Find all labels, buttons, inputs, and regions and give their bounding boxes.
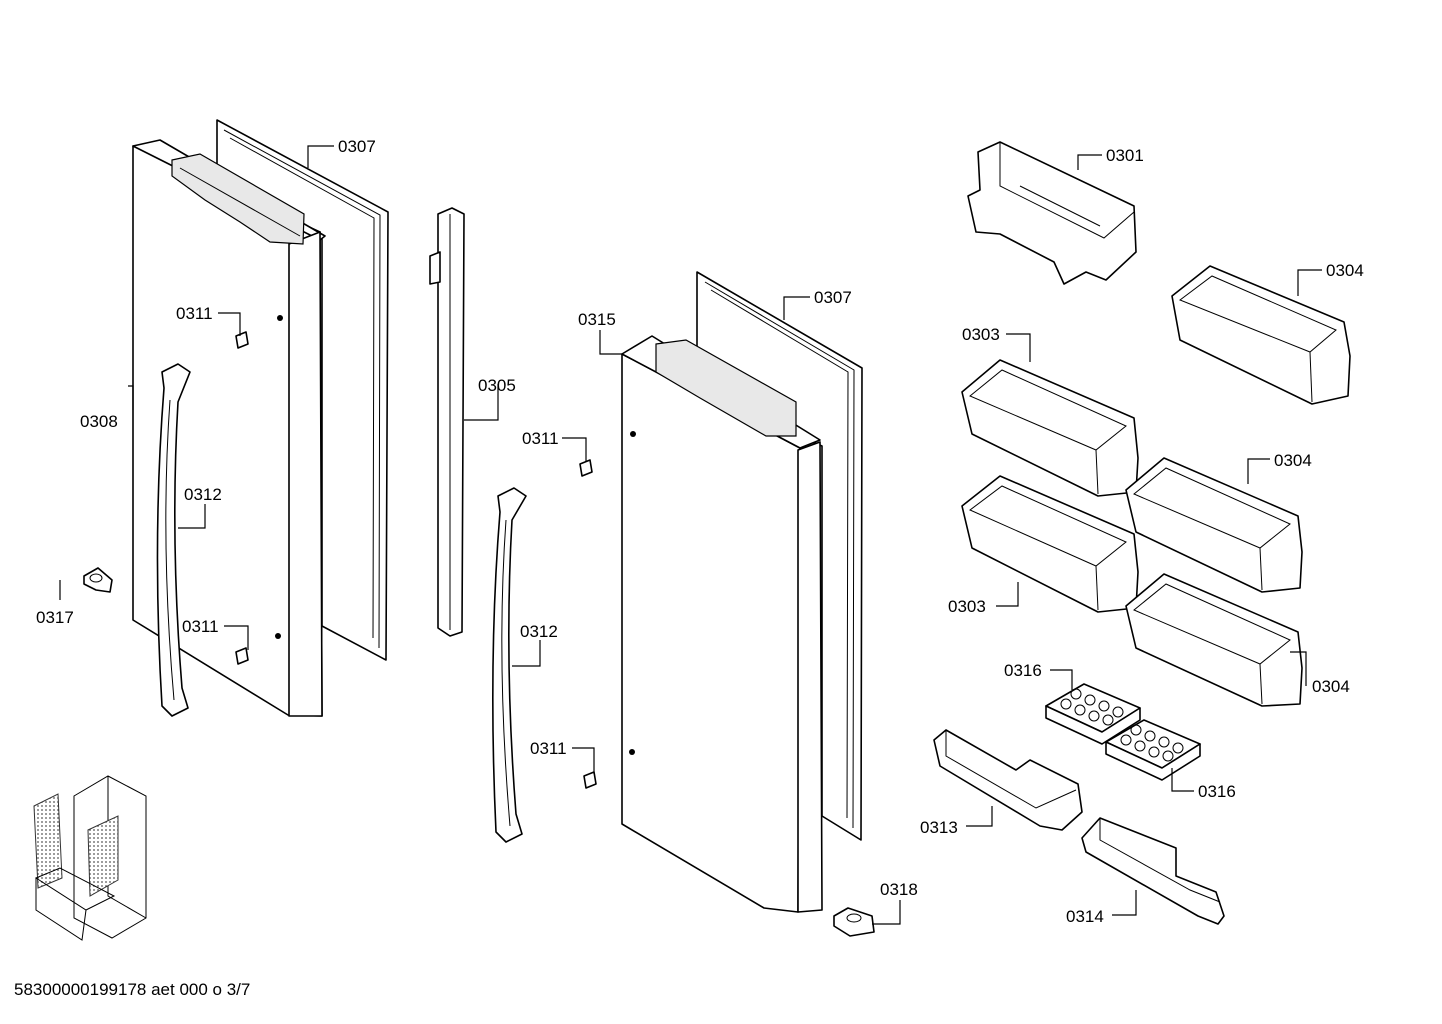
callout-0312-left: 0312 (184, 485, 222, 504)
callout-0314: 0314 (1066, 907, 1104, 926)
hinge-cover-0317 (83, 567, 113, 593)
callout-0304-c: 0304 (1312, 677, 1350, 696)
callout-0313: 0313 (920, 818, 958, 837)
callout-0312-right: 0312 (520, 622, 558, 641)
callout-0308: 0308 (80, 412, 118, 431)
screw-0311-a (235, 331, 249, 349)
screw-0311-b (235, 647, 249, 665)
callout-0303-b: 0303 (948, 597, 986, 616)
leader-lines (59, 145, 1322, 925)
callout-0307-right: 0307 (814, 288, 852, 307)
door-left (132, 139, 326, 717)
callout-0316-b: 0316 (1198, 782, 1236, 801)
callout-0318: 0318 (880, 880, 918, 899)
fridge-thumbnail (33, 775, 147, 941)
door-bin-0304-mid (1125, 457, 1303, 593)
callout-0304-a: 0304 (1326, 261, 1364, 280)
door-bin-0304-top (1171, 265, 1351, 405)
door-trim-strip (429, 207, 465, 637)
door-bin-0304-bottom (1125, 573, 1303, 707)
egg-tray-0316-b (1105, 719, 1201, 781)
callout-0316-a: 0316 (1004, 661, 1042, 680)
callout-0301: 0301 (1106, 146, 1144, 165)
callout-0305: 0305 (478, 376, 516, 395)
callout-0303-a: 0303 (962, 325, 1000, 344)
door-shelf-0301 (967, 141, 1137, 285)
callout-0311-c: 0311 (522, 429, 559, 448)
hinge-cover-0318 (833, 907, 875, 937)
document-code: 58300000199178 aet 000 o 3/7 (14, 980, 251, 999)
callout-labels: 0307 0311 0308 0312 0317 0311 0305 0307 … (36, 137, 1364, 926)
door-bin-0303-bottom (961, 475, 1139, 613)
door-bin-0303-top (961, 359, 1139, 497)
door-shelf-0314 (1081, 817, 1225, 925)
callout-0304-b: 0304 (1274, 451, 1312, 470)
screw-0311-d (583, 771, 597, 789)
callout-0311-d: 0311 (530, 739, 567, 758)
callout-0307-left: 0307 (338, 137, 376, 156)
callout-0317: 0317 (36, 608, 74, 627)
handle-right (492, 487, 527, 843)
egg-tray-0316-a (1045, 683, 1141, 745)
screw-0311-c (579, 459, 593, 477)
callout-0315: 0315 (578, 310, 616, 329)
handle-left (156, 363, 191, 717)
callout-0311-a: 0311 (176, 304, 213, 323)
door-shelf-0313 (933, 729, 1083, 831)
door-right (621, 335, 823, 913)
callout-0311-b: 0311 (182, 617, 219, 636)
